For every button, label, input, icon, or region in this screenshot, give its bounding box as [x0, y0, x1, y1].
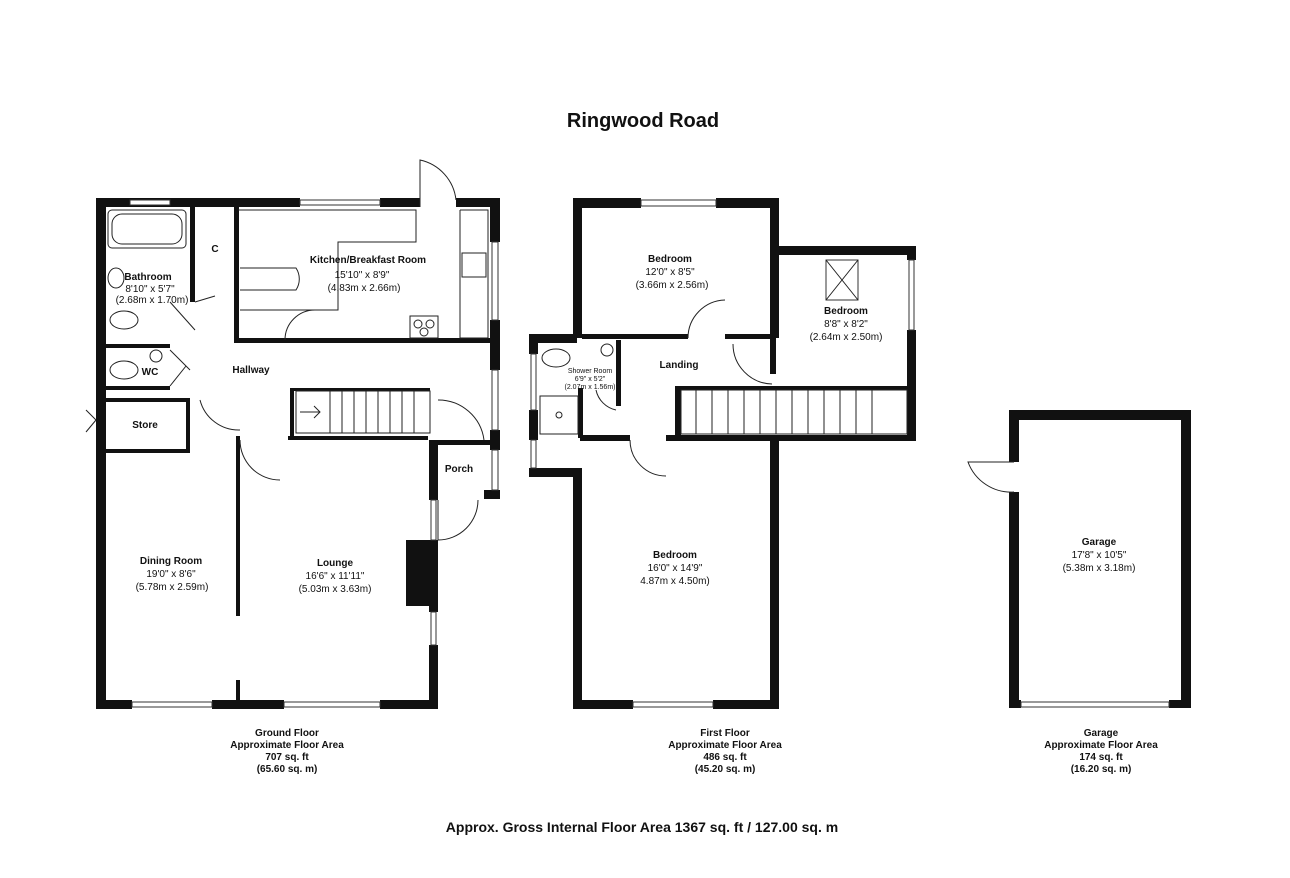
- room-dim-garage: 17'8" x 10'5": [1072, 550, 1127, 561]
- first-floor-interior-walls: [578, 330, 908, 438]
- garage-caption-sqft: 174 sq. ft: [1079, 752, 1123, 763]
- room-label-landing: Landing: [660, 360, 699, 371]
- garage-door: [967, 461, 1015, 493]
- shower-tray-icon: [539, 395, 579, 435]
- bath-icon: [107, 209, 187, 249]
- ground-floor-caption-sqft: 707 sq. ft: [265, 752, 309, 763]
- garage-caption-subtitle: Approximate Floor Area: [1044, 740, 1158, 751]
- room-label-lounge: Lounge: [317, 558, 354, 569]
- room-dim-kitchen: 15'10" x 8'9": [335, 270, 390, 281]
- first-floor-doors: [595, 299, 773, 477]
- room-metric-bedroom-top: (3.66m x 2.56m): [636, 280, 709, 291]
- hob-icon: [409, 315, 439, 339]
- ground-floor-doors: [85, 159, 485, 541]
- room-metric-garage: (5.38m x 3.18m): [1063, 563, 1136, 574]
- room-label-bedroom-top: Bedroom: [648, 254, 692, 265]
- room-metric-kitchen: (4.83m x 2.66m): [328, 283, 401, 294]
- room-dim-bedroom-main: 16'0" x 14'9": [648, 563, 703, 574]
- room-metric-dining: (5.78m x 2.59m): [136, 582, 209, 593]
- ground-floor-caption-title: Ground Floor: [255, 728, 319, 739]
- first-floor-caption-sqm: (45.20 sq. m): [695, 764, 756, 775]
- room-label-garage: Garage: [1082, 537, 1117, 548]
- ground-floor: Bathroom 8'10" x 5'7" (2.68m x 1.70m) C …: [85, 159, 500, 775]
- ground-floor-windows: [129, 199, 499, 708]
- room-dim-shower: 6'9" x 5'2": [575, 376, 606, 383]
- first-floor-caption-subtitle: Approximate Floor Area: [668, 740, 782, 751]
- first-floor: Bedroom 12'0" x 8'5" (3.66m x 2.56m) Bed…: [529, 198, 916, 775]
- room-dim-dining: 19'0" x 8'6": [146, 569, 196, 580]
- room-label-kitchen: Kitchen/Breakfast Room: [310, 255, 426, 266]
- stairs-icon: [680, 389, 908, 435]
- ground-floor-interior-walls: [106, 207, 490, 700]
- room-metric-shower: (2.07m x 1.56m): [565, 384, 616, 391]
- kitchen-worktop: [238, 209, 417, 311]
- room-label-bedroom-main: Bedroom: [653, 550, 697, 561]
- ground-floor-caption-sqm: (65.60 sq. m): [257, 764, 318, 775]
- room-label-shower: Shower Room: [568, 368, 613, 375]
- room-label-store: Store: [132, 420, 158, 431]
- basin-icon: [149, 349, 163, 363]
- garage-caption-title: Garage: [1084, 728, 1119, 739]
- room-label-hallway: Hallway: [232, 365, 270, 376]
- room-label-bathroom: Bathroom: [124, 272, 171, 283]
- room-label-cupboard: C: [211, 244, 218, 255]
- stairs-icon: [295, 390, 431, 434]
- room-metric-bathroom: (2.68m x 1.70m): [116, 295, 189, 306]
- toilet-icon: [109, 360, 139, 380]
- ground-floor-caption-subtitle: Approximate Floor Area: [230, 740, 344, 751]
- first-floor-caption-title: First Floor: [700, 728, 750, 739]
- first-floor-walls: [529, 198, 916, 709]
- sink-icon: [461, 252, 487, 278]
- room-dim-bathroom: 8'10" x 5'7": [125, 284, 175, 295]
- room-label-wc: WC: [142, 367, 159, 378]
- room-metric-bedroom-right: (2.64m x 2.50m): [810, 332, 883, 343]
- first-floor-windows: [530, 199, 915, 708]
- room-label-dining: Dining Room: [140, 556, 202, 567]
- basin-icon: [600, 343, 614, 357]
- ground-floor-fixtures: [107, 209, 489, 434]
- first-floor-caption-sqft: 486 sq. ft: [703, 752, 747, 763]
- sink-icon: [107, 267, 125, 289]
- room-metric-lounge: (5.03m x 3.63m): [299, 584, 372, 595]
- room-metric-bedroom-main: 4.87m x 4.50m): [640, 576, 709, 587]
- room-dim-lounge: 16'6" x 11'11": [306, 571, 365, 582]
- first-floor-fixtures: [539, 259, 908, 435]
- room-dim-bedroom-right: 8'8" x 8'2": [824, 319, 868, 330]
- garage: Garage 17'8" x 10'5" (5.38m x 3.18m) Gar…: [967, 410, 1191, 775]
- room-label-bedroom-right: Bedroom: [824, 306, 868, 317]
- toilet-icon: [541, 348, 571, 368]
- plan-title: Ringwood Road: [567, 110, 719, 132]
- garage-walls: [1009, 410, 1191, 708]
- gross-floor-area: Approx. Gross Internal Floor Area 1367 s…: [446, 819, 838, 835]
- room-label-porch: Porch: [445, 464, 473, 475]
- garage-caption-sqm: (16.20 sq. m): [1071, 764, 1132, 775]
- room-dim-bedroom-top: 12'0" x 8'5": [645, 267, 695, 278]
- toilet-icon: [109, 310, 139, 330]
